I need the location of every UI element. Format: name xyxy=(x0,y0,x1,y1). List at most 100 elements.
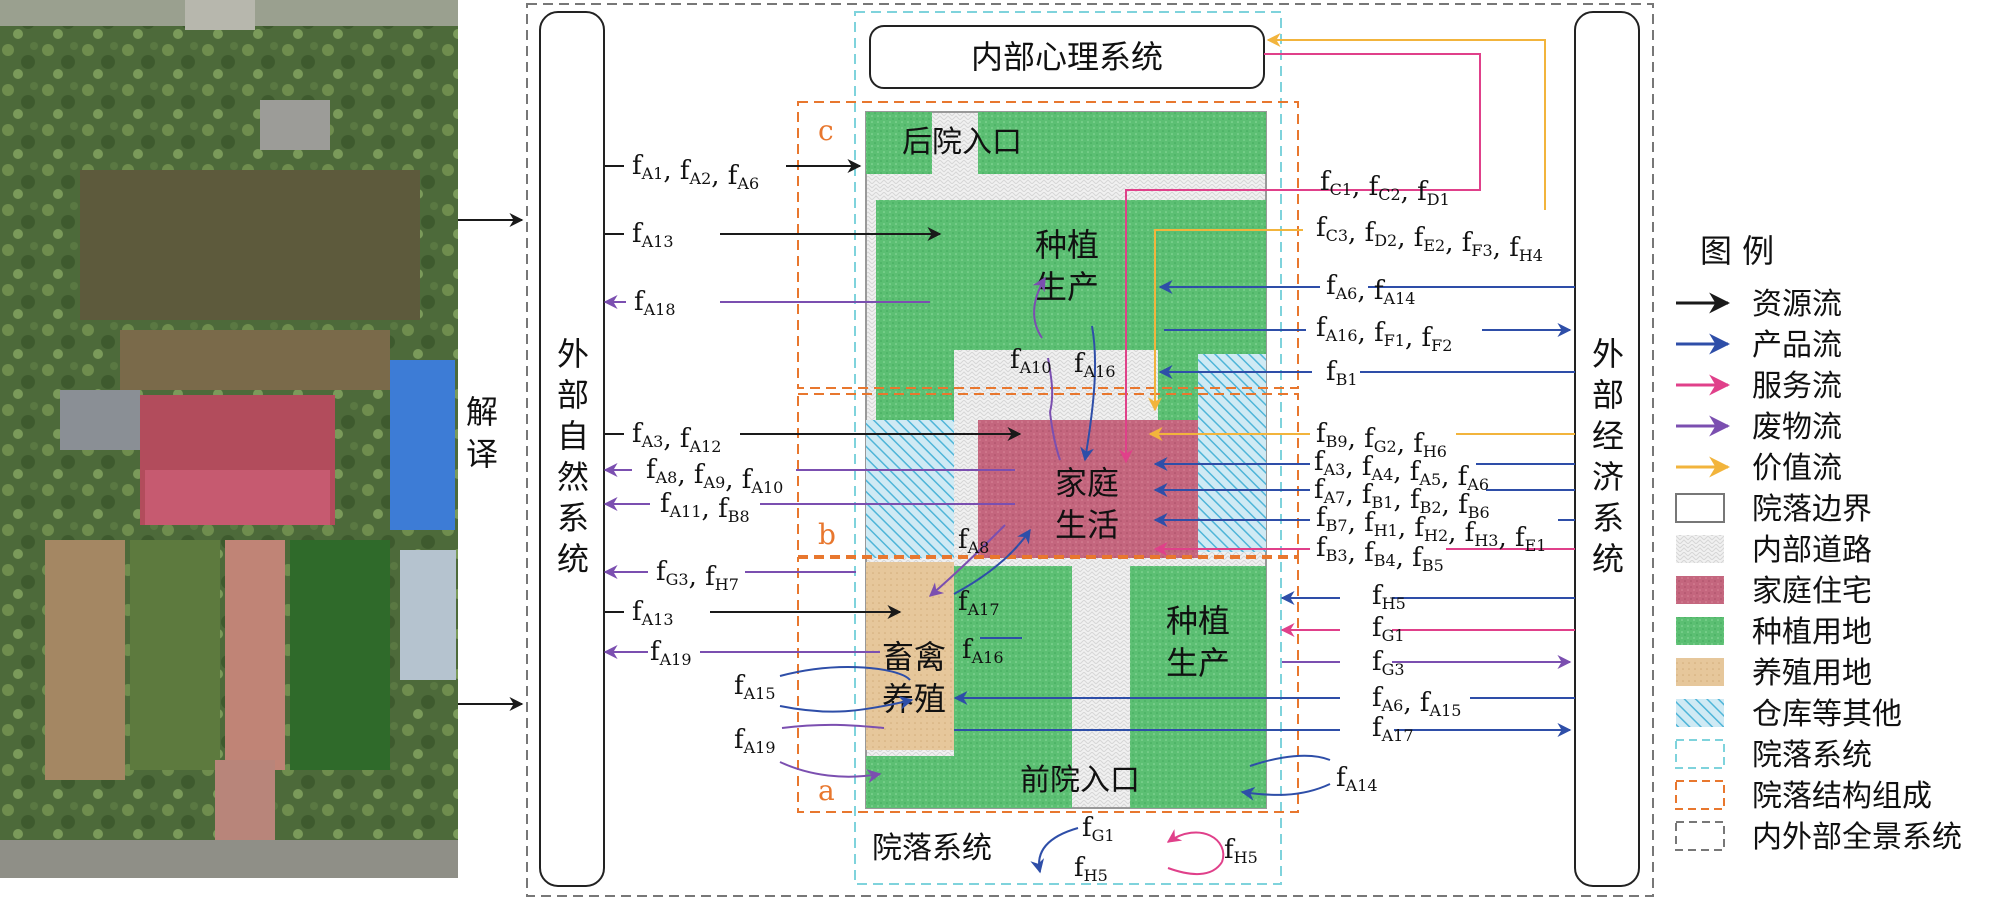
region-a-boundary xyxy=(797,557,1299,813)
svg-text:部: 部 xyxy=(1592,376,1624,414)
planting-right-label-1: 种植 xyxy=(1166,602,1230,640)
legend-item-13: 内外部全景系统 xyxy=(1675,820,1962,855)
legend-label-5: 院落边界 xyxy=(1752,492,1872,527)
legend-swatch-10 xyxy=(1676,699,1724,727)
legend-item-6: 内部道路 xyxy=(1676,533,1872,568)
flow-label-fC3_D2_E2_F3_H4: fC3, fD2, fE2, fF3, fH4 xyxy=(1316,213,1543,265)
svg-text:部: 部 xyxy=(557,376,589,414)
region-b-boundary xyxy=(797,393,1299,557)
legend-item-2: 服务流 xyxy=(1676,369,1842,404)
legend-swatch-13 xyxy=(1675,821,1725,851)
legend-swatch-6 xyxy=(1676,535,1724,563)
legend-swatch-9 xyxy=(1676,658,1724,686)
flow-label-fB7_H1_H2_H3_E1: fB7, fH1, fH2, fH3, fE1 xyxy=(1316,503,1546,555)
flow-label-fH5_bottom: fH5 xyxy=(1074,853,1108,885)
home-life-label-2: 生活 xyxy=(1055,506,1119,544)
external-natural-system-label: 外 部 自 然 系 统 xyxy=(557,335,589,578)
svg-text:外: 外 xyxy=(557,335,589,373)
flow-label-fH5_right: fH5 xyxy=(1372,581,1406,613)
flow-label-fG1_bottom: fG1 xyxy=(1082,813,1115,845)
flow-label-fA3_A12: fA3, fA12 xyxy=(632,419,721,456)
flow-label-fA3_A4_A5_A6: fA3, fA4, fA5, fA6 xyxy=(1314,447,1489,494)
legend-swatch-11 xyxy=(1675,739,1725,769)
legend-label-8: 种植用地 xyxy=(1752,615,1872,650)
legend-item-8: 种植用地 xyxy=(1676,615,1872,650)
flow-label-fA17_right: fA17 xyxy=(1372,713,1414,745)
flow-label-fB9_G2_H6: fB9, fG2, fH6 xyxy=(1316,419,1447,461)
flow-label-fA19_in: fA19 xyxy=(734,725,776,757)
flow-label-fA13_bottom: fA13 xyxy=(632,597,674,629)
svg-text:济: 济 xyxy=(1592,458,1624,496)
flow-label-fB1: fB1 xyxy=(1326,357,1358,389)
legend-item-3: 废物流 xyxy=(1676,410,1842,445)
planting-top-label-1: 种植 xyxy=(1035,226,1099,264)
courtyard-system-label: 院落系统 xyxy=(872,831,992,866)
svg-text:统: 统 xyxy=(557,540,589,578)
flow-label-fA17_in: fA17 xyxy=(958,587,1000,619)
legend-item-9: 养殖用地 xyxy=(1676,656,1872,691)
courtyard-map xyxy=(865,111,1267,809)
legend-label-1: 产品流 xyxy=(1752,328,1842,363)
external-natural-system-box xyxy=(539,11,605,887)
legend-swatch-7 xyxy=(1676,576,1724,604)
flow-label-fA8_A9_A10: fA8, fA9, fA10 xyxy=(646,455,783,497)
legend-item-7: 家庭住宅 xyxy=(1676,574,1872,609)
internal-psych-system-label: 内部心理系统 xyxy=(971,38,1163,76)
legend-label-7: 家庭住宅 xyxy=(1752,574,1872,609)
legend-label-2: 服务流 xyxy=(1752,369,1842,404)
flow-label-fA16_F1_F2: fA16, fF1, fF2 xyxy=(1316,313,1452,355)
flow-label-fH5_bottom2: fH5 xyxy=(1224,835,1258,867)
legend-swatch-12 xyxy=(1675,780,1725,810)
home-life-label-1: 家庭 xyxy=(1055,464,1119,502)
livestock-label-2: 养殖 xyxy=(882,680,946,718)
flow-label-fA16_in: fA16 xyxy=(1074,349,1116,381)
svg-text:系: 系 xyxy=(1592,499,1624,537)
legend-item-5: 院落边界 xyxy=(1675,492,1872,527)
legend-item-4: 价值流 xyxy=(1676,451,1842,486)
flow-label-fC1_C2_D1: fC1, fC2, fD1 xyxy=(1320,167,1450,209)
legend-label-11: 院落系统 xyxy=(1752,738,1872,773)
legend-item-12: 院落结构组成 xyxy=(1675,779,1932,814)
legend-swatch-5 xyxy=(1675,493,1725,523)
internal-psych-system-box xyxy=(869,25,1265,89)
flow-label-fG3_right: fG3 xyxy=(1372,647,1405,679)
courtyard-system-boundary xyxy=(854,11,1282,885)
flow-label-fA1_A2_A6: fA1, fA2, fA6 xyxy=(632,151,759,193)
flow-label-fA6_A15: fA6, fA15 xyxy=(1372,683,1461,720)
svg-text:自: 自 xyxy=(557,417,589,455)
svg-text:统: 统 xyxy=(1592,540,1624,578)
flow-label-fA11_B8: fA11, fB8 xyxy=(660,489,750,526)
whole-system-boundary xyxy=(526,3,1654,897)
back-entrance-label: 后院入口 xyxy=(902,125,1022,160)
flow-label-fA7_B1_B2_B6: fA7, fB1, fB2, fB6 xyxy=(1314,475,1490,522)
legend-title: 图 例 xyxy=(1700,232,1774,270)
svg-text:系: 系 xyxy=(557,499,589,537)
legend-item-10: 仓库等其他 xyxy=(1676,697,1902,732)
legend-label-4: 价值流 xyxy=(1752,451,1842,486)
flow-label-fA14_front: fA14 xyxy=(1336,763,1378,795)
legend-item-0: 资源流 xyxy=(1676,287,1842,322)
legend-label-0: 资源流 xyxy=(1752,287,1842,322)
legend-label-12: 院落结构组成 xyxy=(1752,779,1932,814)
region-a-label: a xyxy=(818,774,835,807)
livestock-label-1: 畜禽 xyxy=(882,638,946,676)
svg-text:外: 外 xyxy=(1592,335,1624,373)
legend-label-10: 仓库等其他 xyxy=(1752,697,1902,732)
region-c-boundary xyxy=(797,101,1299,389)
aerial-photo xyxy=(0,0,458,878)
flow-label-fA6_A14: fA6, fA14 xyxy=(1326,271,1415,308)
flow-arrows xyxy=(603,33,1575,876)
external-economic-system-box xyxy=(1574,11,1640,887)
translate-label-1: 解 xyxy=(466,393,498,431)
flow-label-fB3_B4_B5: fB3, fB4, fB5 xyxy=(1316,533,1444,575)
flow-label-fA19_left: fA19 xyxy=(650,637,692,669)
flow-label-fA16_in2: fA16 xyxy=(962,635,1004,667)
legend-label-9: 养殖用地 xyxy=(1752,656,1872,691)
region-b-label: b xyxy=(818,518,836,551)
flow-label-fA18: fA18 xyxy=(634,287,676,319)
legend-label-6: 内部道路 xyxy=(1752,533,1872,568)
region-c-label: c xyxy=(818,114,834,147)
flow-label-fG1_right: fG1 xyxy=(1372,613,1405,645)
